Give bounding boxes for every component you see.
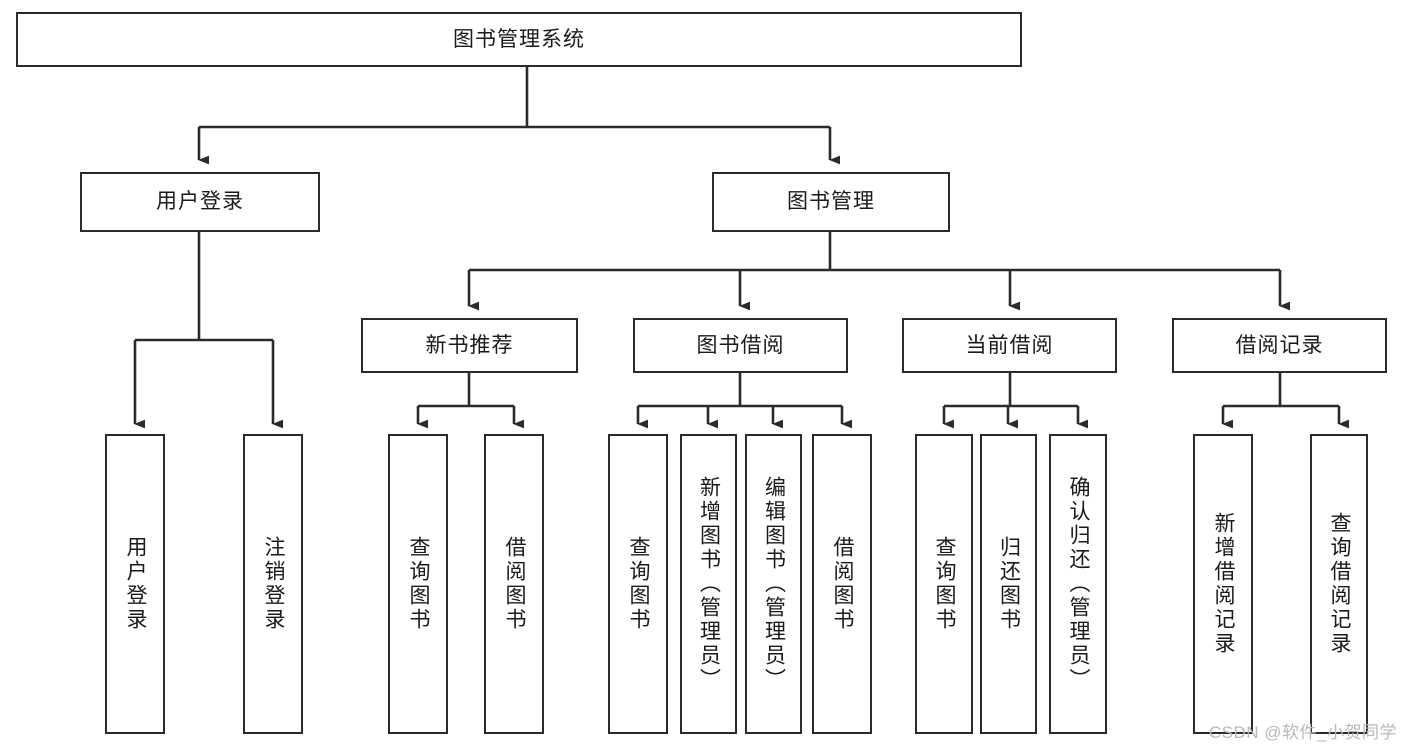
- node-new-book-recommend[interactable]: 新书推荐: [361, 318, 578, 373]
- node-leaf-query-book-borrow[interactable]: 查询图书: [608, 434, 668, 734]
- node-book-borrow[interactable]: 图书借阅: [633, 318, 848, 373]
- node-label: 图书管理: [787, 190, 875, 214]
- node-user-login[interactable]: 用户登录: [80, 172, 320, 232]
- node-leaf-confirm-return[interactable]: 确认归还（管理员）: [1049, 434, 1107, 734]
- node-label: 图书管理系统: [453, 27, 585, 51]
- node-leaf-add-borrow-record[interactable]: 新增借阅记录: [1193, 434, 1253, 734]
- node-leaf-logout[interactable]: 注销登录: [243, 434, 303, 734]
- node-label: 查询借阅记录: [1328, 512, 1352, 656]
- node-label: 新书推荐: [425, 333, 514, 357]
- node-leaf-return-book[interactable]: 归还图书: [980, 434, 1037, 734]
- node-leaf-user-login[interactable]: 用户登录: [105, 434, 165, 734]
- node-label: 借阅图书: [503, 536, 527, 632]
- node-label: 查询图书: [407, 536, 431, 632]
- watermark-text: CSDN @软件_小贺同学: [1208, 723, 1397, 742]
- node-leaf-borrow-book[interactable]: 借阅图书: [812, 434, 872, 734]
- node-label: 查询图书: [627, 536, 651, 632]
- node-label: 新增图书（管理员）: [697, 476, 721, 692]
- node-label: 确认归还（管理员）: [1067, 476, 1091, 692]
- node-label: 注销登录: [262, 536, 286, 632]
- node-borrow-record[interactable]: 借阅记录: [1172, 318, 1387, 373]
- node-label: 图书借阅: [696, 333, 785, 357]
- node-leaf-query-book-recommend[interactable]: 查询图书: [388, 434, 448, 734]
- node-label: 借阅图书: [831, 536, 855, 632]
- node-root-system[interactable]: 图书管理系统: [16, 12, 1022, 67]
- node-label: 用户登录: [124, 536, 148, 632]
- node-leaf-add-book[interactable]: 新增图书（管理员）: [680, 434, 737, 734]
- node-leaf-query-borrow-record[interactable]: 查询借阅记录: [1310, 434, 1368, 734]
- node-label: 查询图书: [933, 536, 957, 632]
- node-leaf-borrow-book-recommend[interactable]: 借阅图书: [484, 434, 544, 734]
- node-label: 借阅记录: [1235, 333, 1324, 357]
- node-current-borrow[interactable]: 当前借阅: [902, 318, 1117, 373]
- node-label: 归还图书: [997, 536, 1021, 632]
- node-book-management[interactable]: 图书管理: [712, 172, 950, 232]
- node-label: 编辑图书（管理员）: [762, 476, 786, 692]
- node-label: 用户登录: [156, 190, 244, 214]
- node-label: 当前借阅: [965, 333, 1054, 357]
- node-leaf-edit-book[interactable]: 编辑图书（管理员）: [745, 434, 802, 734]
- node-label: 新增借阅记录: [1212, 512, 1236, 656]
- node-leaf-query-book-current[interactable]: 查询图书: [915, 434, 973, 734]
